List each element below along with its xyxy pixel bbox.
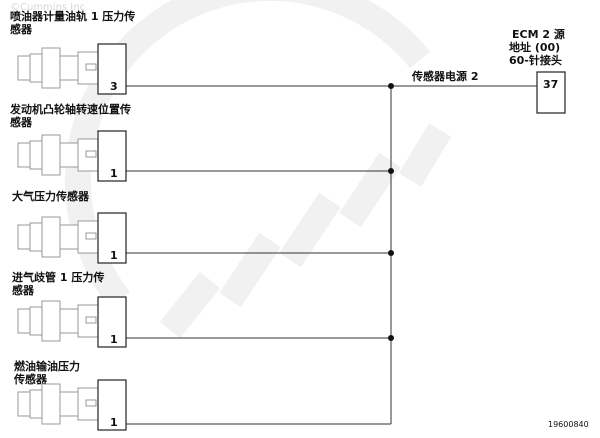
sensor-4-icon xyxy=(17,300,99,342)
sensor-2-connector xyxy=(97,130,127,182)
sensor-1-label: 喷油器计量油轨 1 压力传 xyxy=(10,9,135,23)
splice-dot xyxy=(388,335,394,341)
sensor-1-icon xyxy=(17,47,99,89)
sensor-5-label: 燃油输油压力 xyxy=(13,359,80,373)
splice-dot xyxy=(388,250,394,256)
ecm-label-line1: ECM 2 源 xyxy=(512,27,565,41)
sensor-2-label: 发动机凸轮轴转速位置传 xyxy=(9,102,131,116)
sensor-1-connector xyxy=(97,43,127,95)
sensor-3-pin-number: 1 xyxy=(110,249,118,262)
splice-dot xyxy=(388,168,394,174)
sensor-3-label: 大气压力传感器 xyxy=(12,189,90,203)
ecm-label-line2: 地址 (00) xyxy=(509,40,560,54)
sensor-4-label-2: 感器 xyxy=(12,283,35,297)
sensor-2-icon xyxy=(17,134,99,176)
copyright-text: ©Cummins Inc xyxy=(10,2,85,13)
figure-id: 19600840 xyxy=(548,420,589,429)
ecm-connector xyxy=(536,71,566,114)
sensor-4-pin-number: 1 xyxy=(110,333,118,346)
sensor-3-connector xyxy=(97,212,127,264)
sensor-4-label: 进气歧管 1 压力传 xyxy=(12,270,104,284)
sensor-3-icon xyxy=(17,216,99,258)
sensor-5-icon xyxy=(17,383,99,425)
sensor-5-label-2: 传感器 xyxy=(13,372,48,386)
sensor-5-pin-number: 1 xyxy=(110,416,118,429)
sensor-1-label-2: 感器 xyxy=(10,22,33,36)
sensor-2-pin-number: 1 xyxy=(110,167,118,180)
ecm-pin-number: 37 xyxy=(543,78,558,91)
sensor-1-pin-number: 3 xyxy=(110,80,118,93)
ecm-label-line3: 60-针接头 xyxy=(509,53,562,67)
circuit-label: 传感器电源 2 xyxy=(411,69,478,83)
sensor-4-connector xyxy=(97,296,127,348)
splice-dot xyxy=(388,83,394,89)
sensor-2-label-2: 感器 xyxy=(10,115,33,129)
watermark-logo xyxy=(64,0,452,339)
sensor-5-connector xyxy=(97,379,127,431)
